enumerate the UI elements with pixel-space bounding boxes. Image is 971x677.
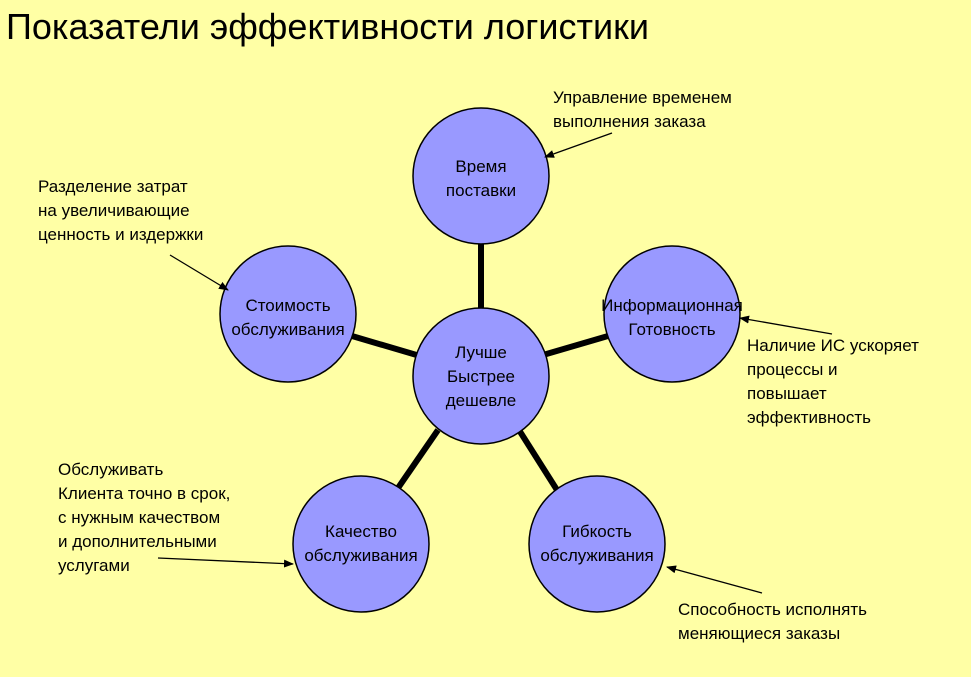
node-label-quality: Качество обслуживания <box>281 520 441 568</box>
note-line: Наличие ИС ускоряет <box>747 336 919 355</box>
node-label-line: обслуживания <box>231 320 345 339</box>
note-line: Разделение затрат <box>38 177 188 196</box>
slide-title: Показатели эффективности логистики <box>6 6 649 47</box>
node-label-line: Готовность <box>628 320 716 339</box>
node-circle-flex <box>528 475 666 613</box>
arrow-cost <box>169 254 229 291</box>
note-line: ценность и издержки <box>38 225 204 244</box>
note-cost: Разделение затрат на увеличивающие ценно… <box>38 175 203 247</box>
node-label-info: Информационная Готовность <box>572 294 772 342</box>
note-line: с нужным качеством <box>58 508 221 527</box>
node-label-cost: Стоимость обслуживания <box>208 294 368 342</box>
node-label-line: Время <box>455 157 507 176</box>
node-circle-info <box>603 245 741 383</box>
connector-quality <box>395 428 441 490</box>
note-line: услугами <box>58 556 130 575</box>
connector-cost <box>351 333 421 359</box>
node-label-line: Гибкость <box>562 522 632 541</box>
center-circle <box>412 307 550 445</box>
note-line: и дополнительными <box>58 532 217 551</box>
note-flex: Способность исполнять меняющиеся заказы <box>678 598 867 646</box>
note-line: меняющиеся заказы <box>678 624 841 643</box>
arrow-info <box>739 315 833 335</box>
note-quality: Обслуживать Клиента точно в срок, с нужн… <box>58 458 230 578</box>
note-info: Наличие ИС ускоряет процессы и повышает … <box>747 334 919 430</box>
arrow-quality <box>157 557 294 568</box>
arrow-flex <box>666 565 763 594</box>
node-label-line: обслуживания <box>304 546 418 565</box>
center-label-line: дешевле <box>445 391 517 410</box>
node-label-line: обслуживания <box>540 546 654 565</box>
note-line: выполнения заказа <box>553 112 706 131</box>
node-label-line: Информационная <box>601 296 743 315</box>
note-line: Управление временем <box>553 88 732 107</box>
note-line: Клиента точно в срок, <box>58 484 231 503</box>
note-line: Способность исполнять <box>678 600 867 619</box>
note-line: на увеличивающие <box>38 201 190 220</box>
node-label-flex: Гибкость обслуживания <box>517 520 677 568</box>
connector-flex <box>516 428 560 492</box>
note-line: повышает <box>747 384 827 403</box>
node-circle-time <box>412 107 550 245</box>
note-line: Обслуживать <box>58 460 164 479</box>
node-label-line: Качество <box>325 522 397 541</box>
center-label: Лучше Быстрее дешевле <box>411 341 551 413</box>
note-line: процессы и <box>747 360 838 379</box>
center-label-line: Лучше <box>455 343 507 362</box>
node-circle-cost <box>219 245 357 383</box>
note-line: эффективность <box>747 408 872 427</box>
connector-info <box>542 333 609 358</box>
note-time: Управление временем выполнения заказа <box>553 86 732 134</box>
node-label-time: Время поставки <box>411 155 551 203</box>
node-label-line: Стоимость <box>245 296 331 315</box>
arrow-time <box>544 132 613 158</box>
node-label-line: поставки <box>445 181 517 200</box>
center-label-line: Быстрее <box>446 367 516 386</box>
node-circle-quality <box>292 475 430 613</box>
